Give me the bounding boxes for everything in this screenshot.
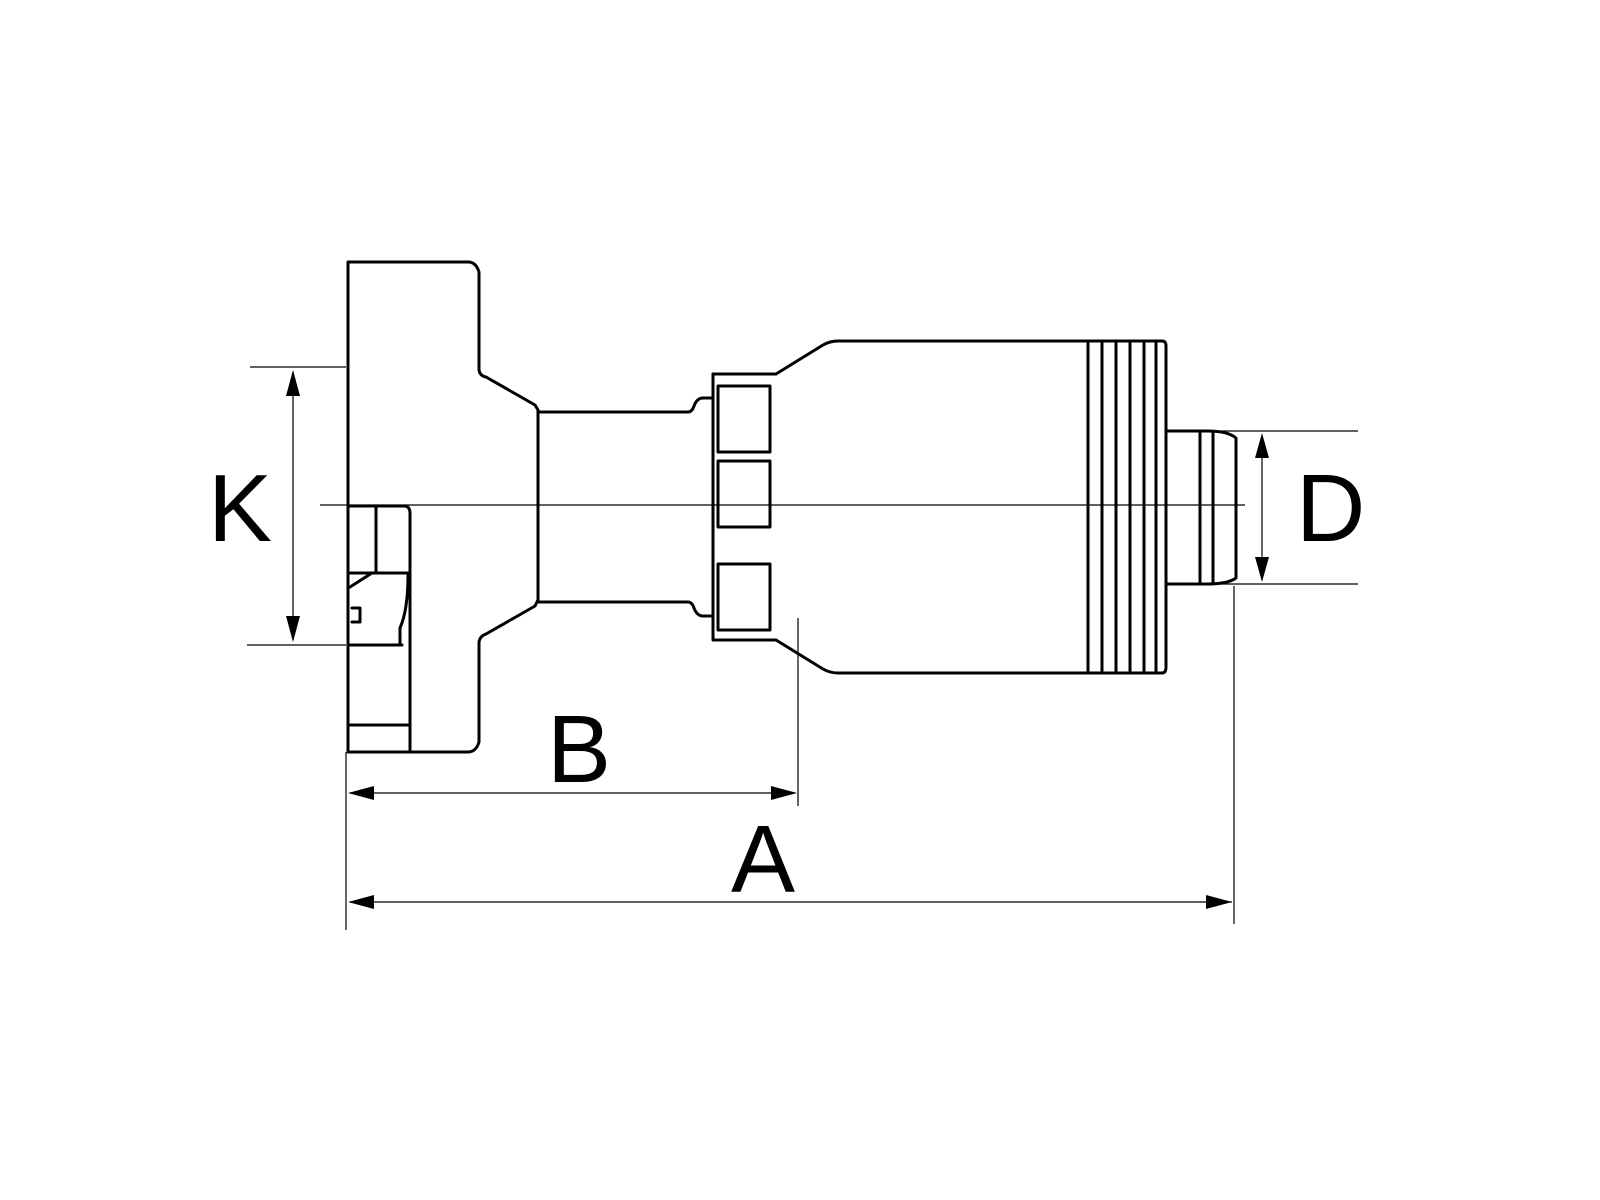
dimension-label-b: B <box>547 696 611 803</box>
flange-port-detail <box>348 504 412 752</box>
grip-rings <box>1086 341 1158 673</box>
dimension-k: K <box>208 366 346 646</box>
flange-body <box>346 260 540 754</box>
hex-nut <box>711 372 778 642</box>
ferrule-body <box>774 339 1168 675</box>
dimension-d: D <box>1210 430 1365 585</box>
dimension-label-k: K <box>208 455 272 562</box>
dimension-label-a: A <box>731 806 795 913</box>
hose-tail <box>1164 429 1238 586</box>
dimension-a: A <box>348 586 1235 924</box>
dimension-b: B <box>345 618 799 930</box>
dimension-label-d: D <box>1296 455 1365 562</box>
neck <box>536 396 715 618</box>
